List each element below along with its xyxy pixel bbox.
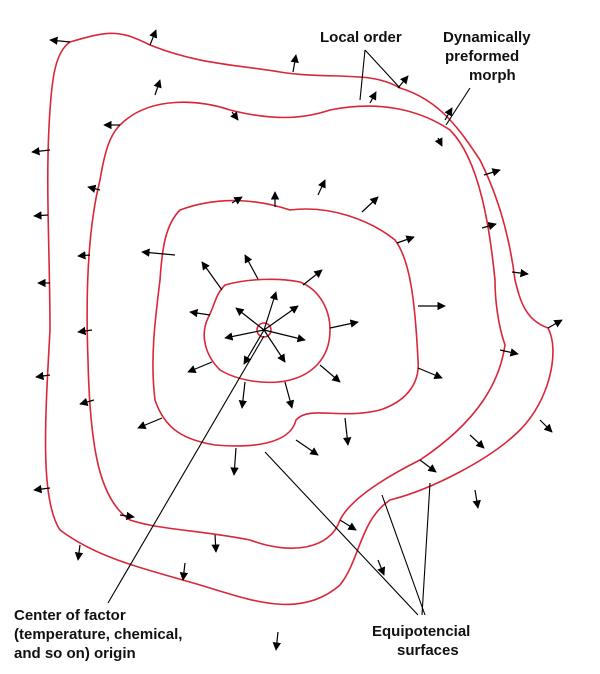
leader-local-order-a (359, 49, 366, 101)
label-center-line1: Center of factor (14, 607, 126, 624)
leader-morph (445, 87, 471, 126)
label-center-line3: and so on) origin (14, 645, 136, 662)
contour-inner (203, 278, 331, 384)
leader-lines (107, 49, 471, 616)
contour-outer (44, 32, 554, 606)
label-morph-line3: morph (469, 67, 516, 84)
label-equi-line1: Equipotencial (372, 623, 470, 640)
leader-equi-c (381, 494, 426, 616)
labels: Local order Dynamically preformed morph … (14, 29, 531, 662)
label-center-line2: (temperature, chemical, (14, 626, 182, 643)
label-equi-line2: surfaces (397, 642, 459, 659)
contours (44, 32, 554, 606)
leader-center (107, 335, 265, 604)
label-local-order: Local order (320, 29, 402, 46)
label-morph-line1: Dynamically (443, 29, 531, 46)
field-arrows (31, 29, 563, 651)
leader-equi-b (421, 482, 431, 616)
leader-local-order-b (364, 49, 401, 89)
label-morph-line2: preformed (445, 48, 519, 65)
contour-third (152, 199, 420, 447)
leader-equi-a (264, 451, 419, 616)
